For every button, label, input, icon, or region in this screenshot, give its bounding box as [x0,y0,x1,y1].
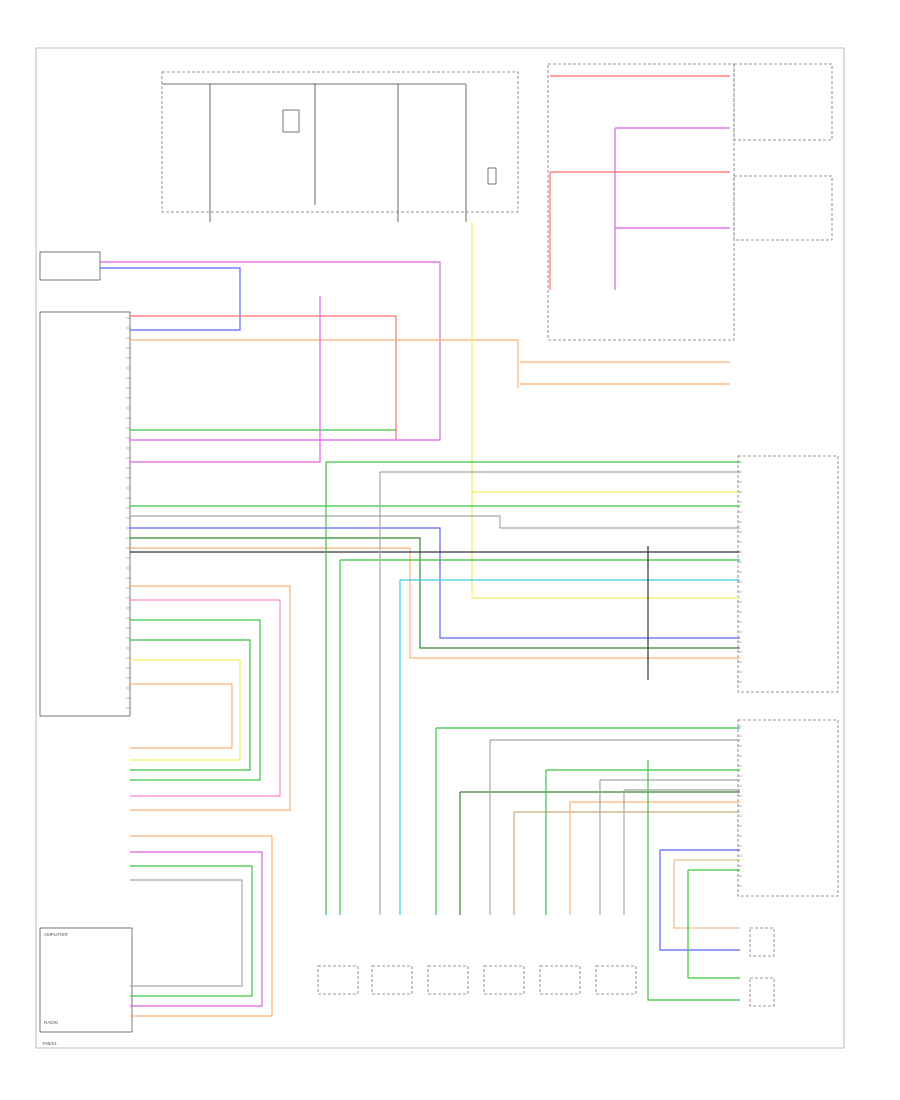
wire-green-64 [687,870,740,979]
wire-orange-38 [130,835,273,1017]
amplifier-label: AMPLIFIER [44,932,69,937]
wire-dk_green-20 [130,537,740,649]
wire-violet-39 [130,851,263,1007]
wire-orange-10 [130,339,519,388]
speaker-6 [595,965,637,995]
speaker-1 [317,965,359,995]
wire-orange-37 [130,683,233,749]
radio-label: RADIO [44,1020,59,1025]
wire-violet-6 [100,261,441,441]
wire-yellow-36 [130,659,241,761]
speaker-3 [427,965,469,995]
wire-green-35 [130,639,251,771]
wire-blue-7 [100,267,241,331]
tweeter-1 [749,927,775,957]
tweeter-2 [749,977,775,1007]
speaker-4 [483,965,525,995]
amplifier-box [39,927,133,1033]
speaker-5 [539,965,581,995]
wire-group [100,75,742,1017]
wire-gray-41 [130,879,243,987]
speaker-2 [371,965,413,995]
wire-blue-60 [659,850,740,951]
speaker-group [317,927,775,1007]
diagram-frame [35,47,845,1049]
wire-green-40 [130,865,253,997]
fuse-box-outline [161,71,519,213]
wire-gray-18 [130,515,740,529]
wire-green-34 [130,619,261,781]
wire-blue-19 [130,527,740,639]
wire-orange-32 [130,585,291,811]
fuse-symbol [487,167,497,185]
remote-switch-box-right [733,63,833,141]
wire-violet-14 [130,296,321,463]
right-connector-lower [737,719,839,897]
remote-switch-box-left [733,175,833,241]
wire-tan-62 [673,860,740,929]
radio-ground-box [39,251,101,281]
wire-orange-21 [130,547,740,659]
clockspring-outline [547,63,735,341]
wire-pink-33 [130,599,281,797]
right-connector-upper [737,455,839,693]
wire-green-58 [647,760,740,1001]
footer-label: TAB/04 [42,1041,57,1046]
wire-yellow-15 [471,222,740,599]
radio-connector-box [39,311,131,717]
relay-symbol [282,109,300,133]
